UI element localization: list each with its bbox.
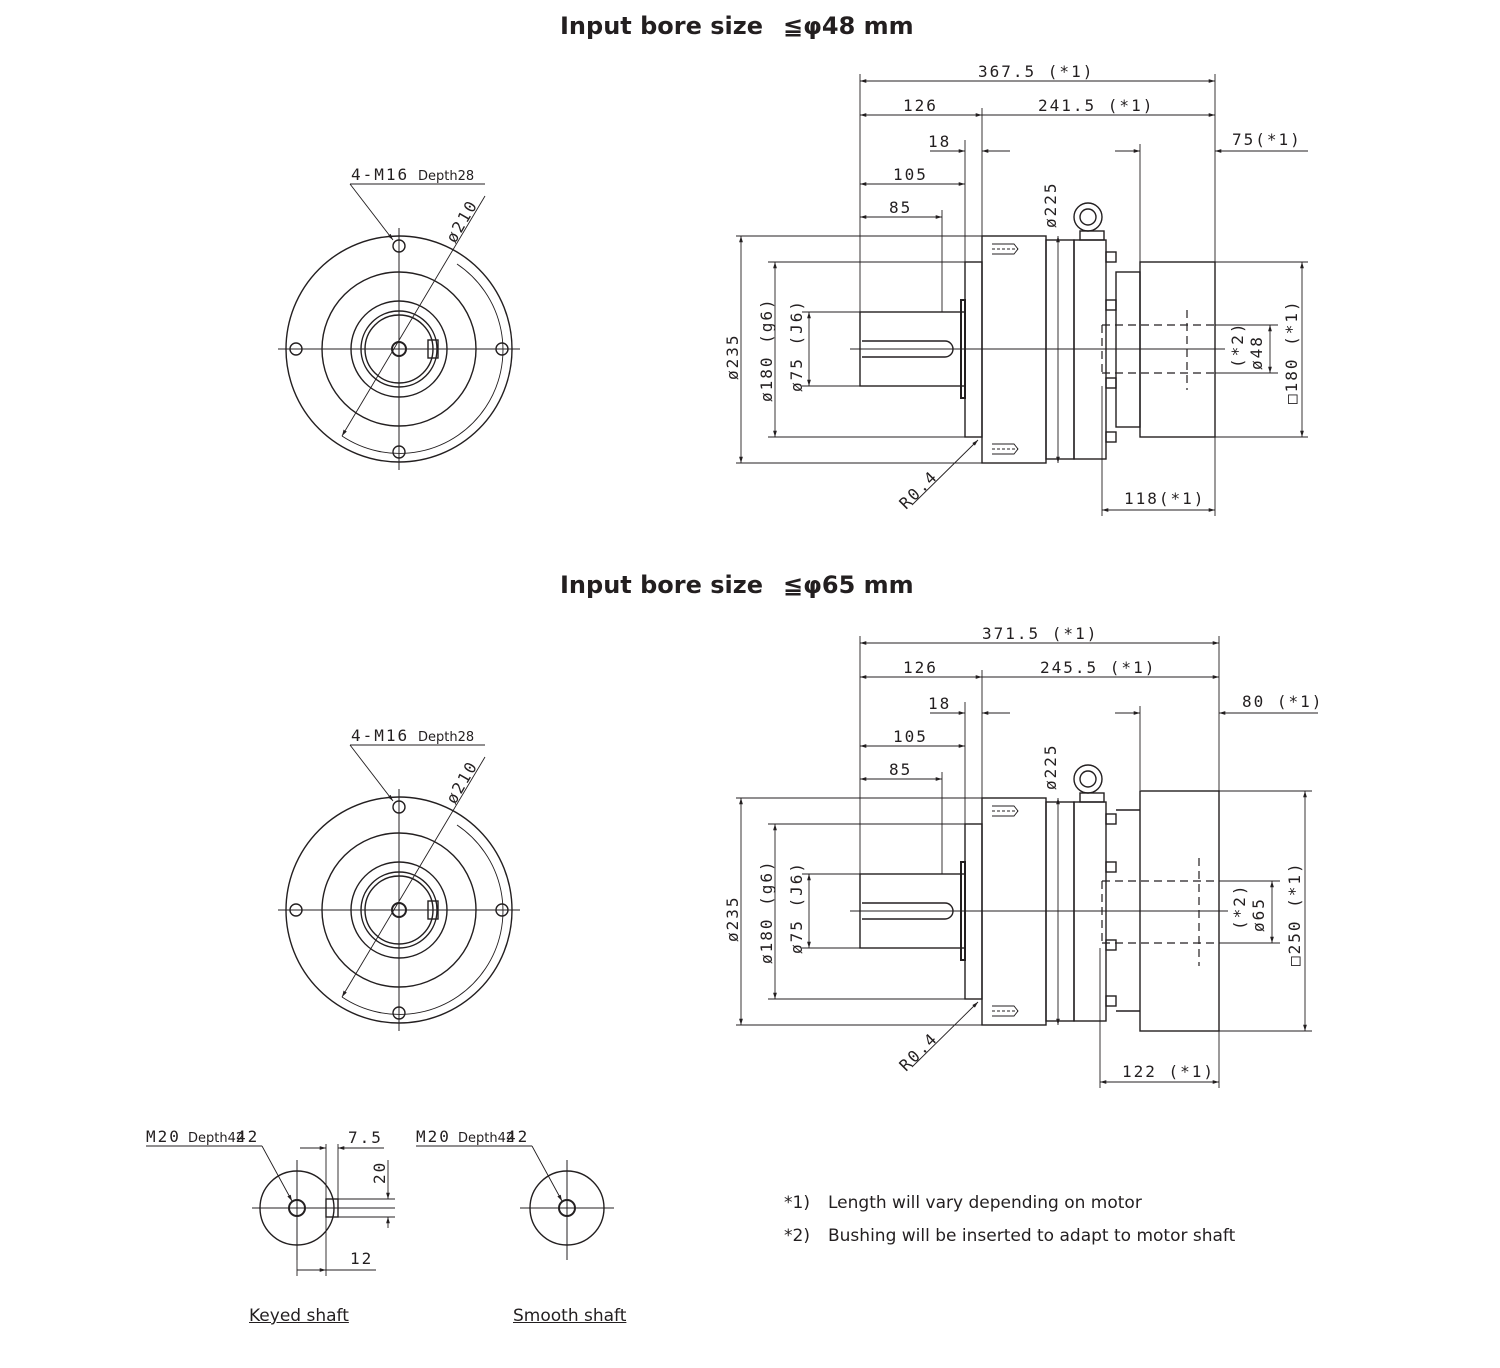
dim-adapter-total: 122 (*1) <box>1122 1062 1215 1081</box>
dim-pilot-dia: ø180 (g6) <box>757 297 776 402</box>
dim-square: □180 (*1) <box>1282 299 1301 404</box>
dim-shaft-to-face: 105 <box>893 727 928 746</box>
dim-key-length: 85 <box>889 198 912 217</box>
section-title-65: Input bore size≦φ65 mm <box>560 571 914 599</box>
key-width: 7.5 <box>348 1128 383 1147</box>
key-height: 20 <box>370 1161 389 1184</box>
dim-shaft-to-face: 105 <box>893 165 928 184</box>
side-view-65: 371.5 (*1) 126 245.5 (*1) 18 105 85 80 (… <box>723 624 1323 1088</box>
front-view-65: 4-M16 Depth28 ø210 <box>278 726 520 1031</box>
keyed-tap-label: M20 <box>146 1127 181 1146</box>
dim-adapter-length: 241.5 (*1) <box>1038 96 1154 115</box>
dim-bore-dia: ø65 <box>1249 897 1268 932</box>
dim-step: 18 <box>928 694 951 713</box>
dim-adapter-length: 245.5 (*1) <box>1040 658 1156 677</box>
dim-key-length: 85 <box>889 760 912 779</box>
dim-bore-dia: ø48 <box>1247 335 1266 370</box>
keyed-shaft-caption: Keyed shaft <box>249 1306 349 1326</box>
dim-shaft-dia: ø75 (J6) <box>787 299 806 392</box>
front-view-48: 4-M16 Depth28 ø210 <box>278 165 520 470</box>
key-depth: 12 <box>350 1249 373 1268</box>
bore-note: (*2) <box>1228 321 1247 368</box>
smooth-tap-depth: Depth42 <box>458 1131 514 1146</box>
note-2: *2)Bushing will be inserted to adapt to … <box>784 1226 1236 1246</box>
dim-overall: 371.5 (*1) <box>982 624 1098 643</box>
dim-step: 18 <box>928 132 951 151</box>
dim-housing-dia: ø225 <box>1041 181 1060 228</box>
dim-pilot-dia: ø180 (g6) <box>757 859 776 964</box>
dim-square: □250 (*1) <box>1285 861 1304 966</box>
side-view-48: 367.5 (*1) 126 241.5 (*1) 18 105 85 75(*… <box>723 62 1308 516</box>
dim-shaft-dia: ø75 (J6) <box>787 861 806 954</box>
dim-flange-dia: ø235 <box>723 333 742 380</box>
note-1: *1)Length will vary depending on motor <box>784 1193 1142 1213</box>
dim-motor-length: 75(*1) <box>1232 130 1302 149</box>
dim-motor-length: 80 (*1) <box>1242 692 1323 711</box>
dim-flange-length: 126 <box>903 96 938 115</box>
pcd-label: ø210 <box>442 757 482 807</box>
tap-depth: Depth28 <box>418 169 474 184</box>
keyed-tap-depth: Depth42 <box>188 1131 244 1146</box>
section-title-48: Input bore size≦φ48 mm <box>560 12 914 40</box>
dim-adapter-total: 118(*1) <box>1124 489 1205 508</box>
tap-depth: Depth28 <box>418 730 474 745</box>
smooth-tap-label: M20 <box>416 1127 451 1146</box>
bore-note: (*2) <box>1230 883 1249 930</box>
tap-label: 4-M16 <box>351 165 409 184</box>
keyed-shaft-view: M20 Depth42 42 7.5 20 12 <box>146 1127 395 1276</box>
pcd-label: ø210 <box>442 196 482 246</box>
dim-fillet: R0.4 <box>895 1028 941 1074</box>
keyed-tap-depth-num: 42 <box>236 1127 259 1146</box>
smooth-tap-depth-num: 42 <box>506 1127 529 1146</box>
dim-flange-dia: ø235 <box>723 895 742 942</box>
dim-housing-dia: ø225 <box>1041 743 1060 790</box>
dim-flange-length: 126 <box>903 658 938 677</box>
tap-label: 4-M16 <box>351 726 409 745</box>
dim-fillet: R0.4 <box>895 466 941 512</box>
smooth-shaft-caption: Smooth shaft <box>513 1306 627 1326</box>
dim-overall: 367.5 (*1) <box>978 62 1094 81</box>
smooth-shaft-view: M20 Depth42 42 <box>416 1127 614 1260</box>
